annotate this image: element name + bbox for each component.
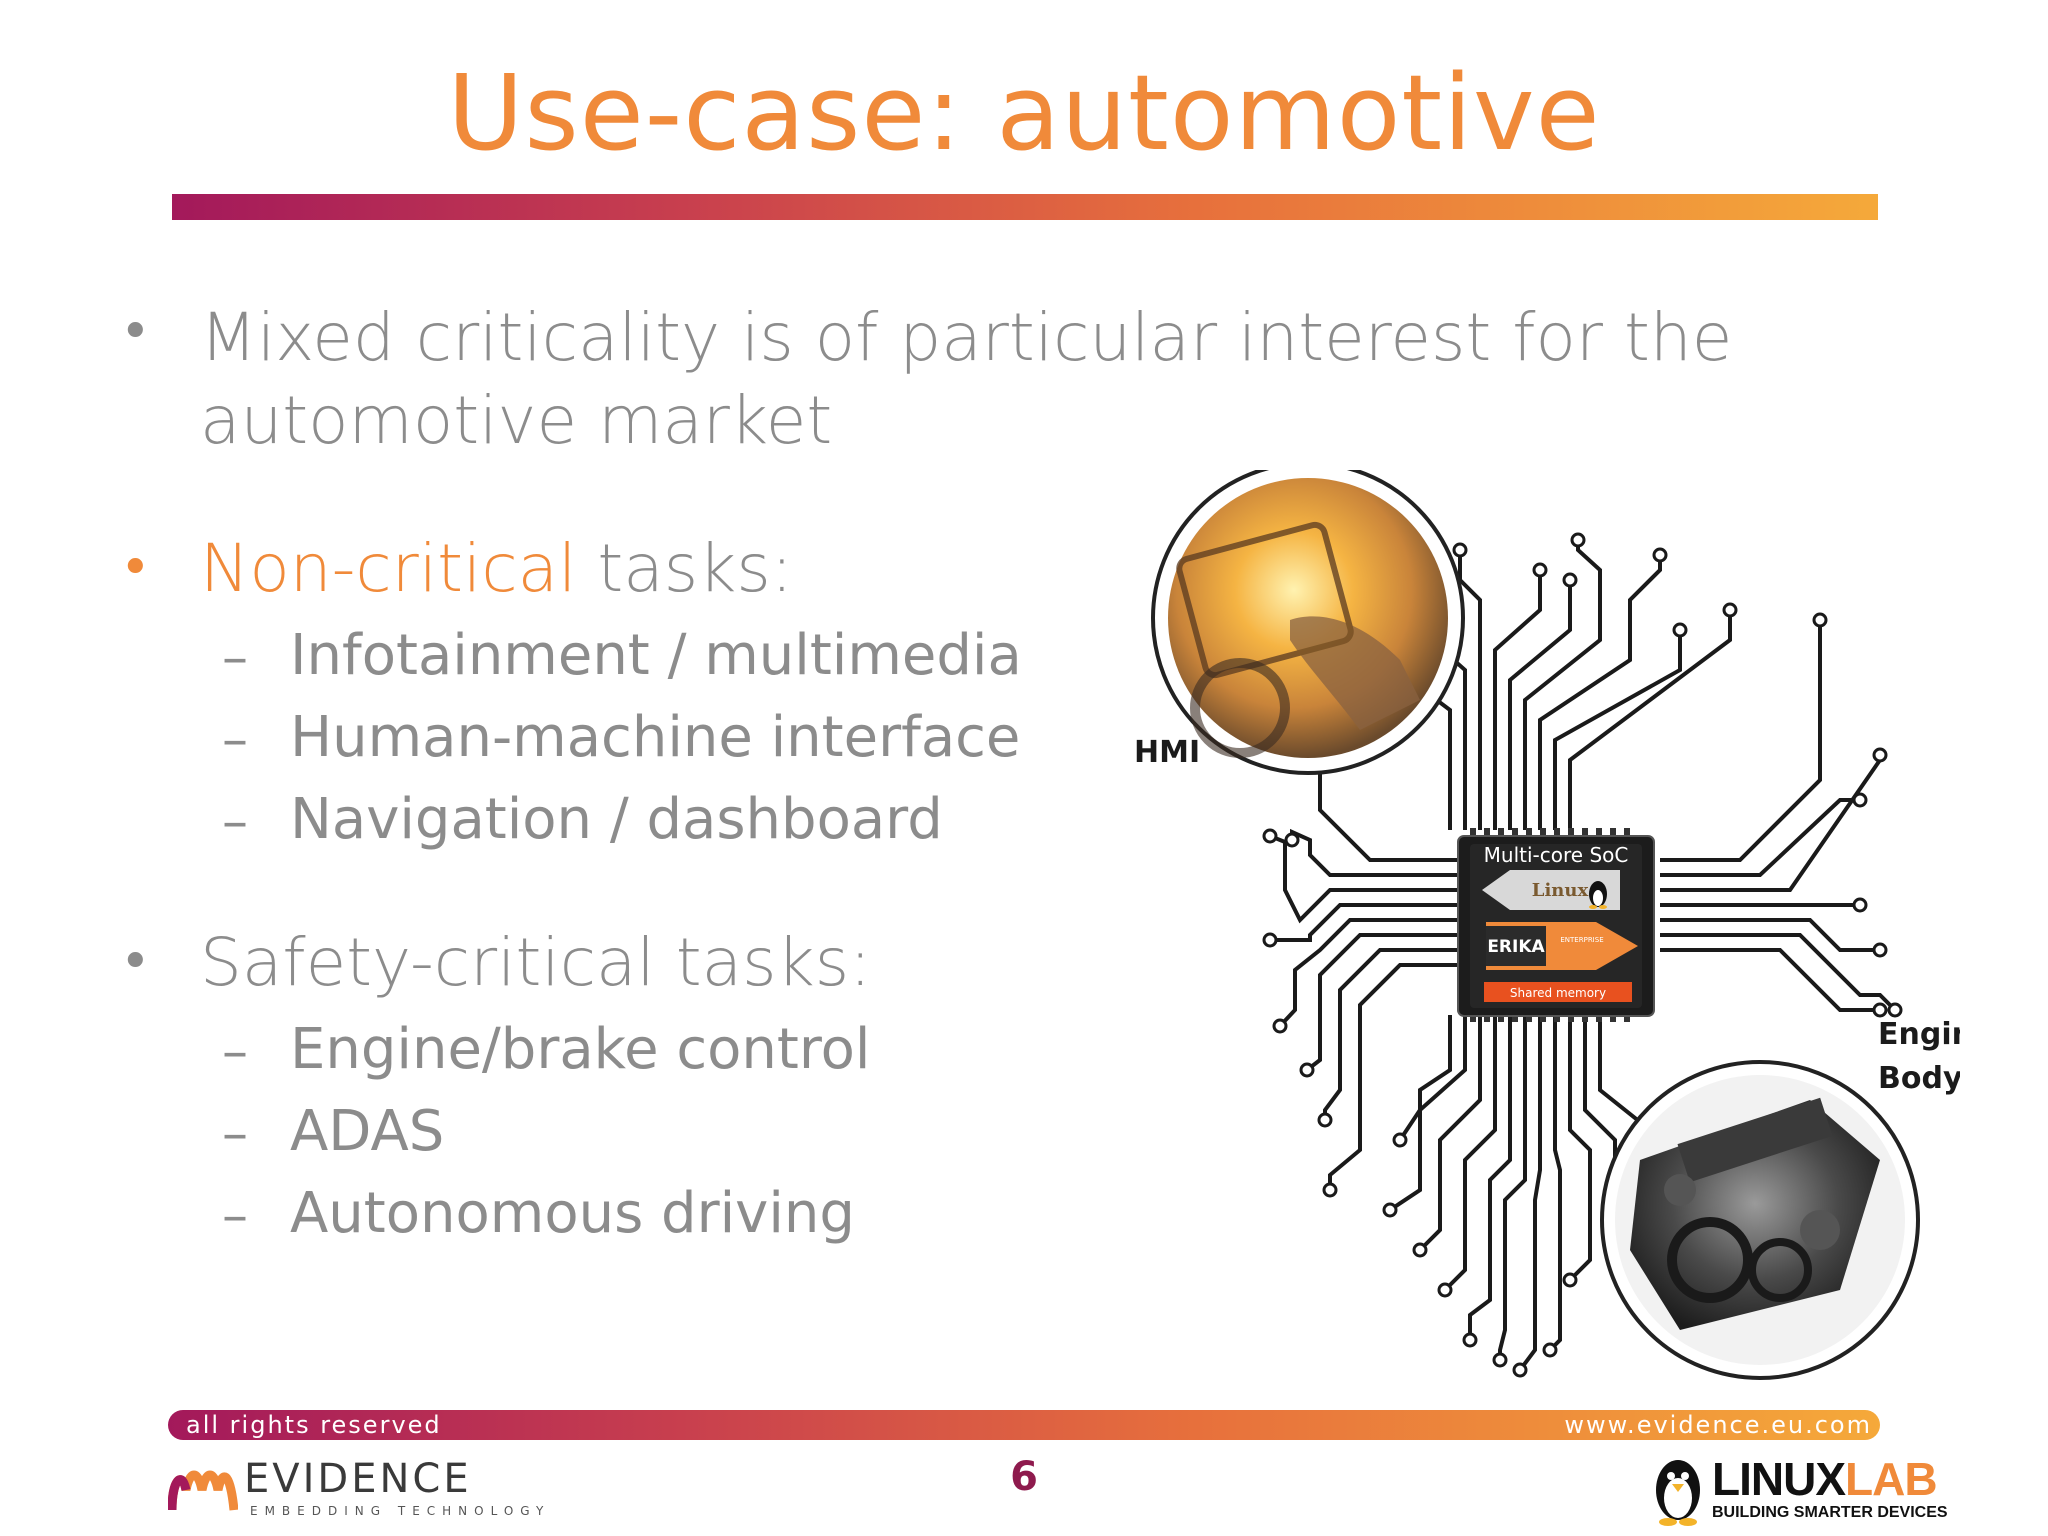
page-number: 6 xyxy=(1010,1454,1038,1500)
tasks-label: tasks: xyxy=(576,530,793,607)
steering-wheel-icon xyxy=(1190,658,1290,758)
footer-rights: all rights reserved xyxy=(186,1411,442,1439)
bullet-dot: • xyxy=(120,302,151,362)
dash: – xyxy=(222,792,248,852)
linuxlab-logo-text: LINUXLAB xyxy=(1712,1452,1938,1506)
bullet-safety-critical: Safety-critical tasks: xyxy=(200,924,872,1001)
bullet-mixed-criticality-line2: automotive market xyxy=(200,382,833,459)
circuit-traces xyxy=(1269,540,1897,1372)
title-divider-bar xyxy=(172,194,1878,220)
chip-erika-label: ERIKA xyxy=(1487,937,1545,957)
non-critical-highlight: Non-critical xyxy=(200,530,577,607)
slide-title: Use-case: automotive xyxy=(447,52,1601,174)
subitem-infotainment: Infotainment / multimedia xyxy=(290,623,1022,688)
hmi-label: HMI xyxy=(1134,735,1200,770)
linuxlab-tagline: BUILDING SMARTER DEVICES xyxy=(1712,1504,1948,1521)
linux-arrow xyxy=(1482,870,1620,910)
dash: – xyxy=(222,1022,248,1082)
engine-block-icon xyxy=(1630,1097,1880,1330)
dash: – xyxy=(222,628,248,688)
subitem-navigation: Navigation / dashboard xyxy=(290,787,943,852)
subitem-autonomous: Autonomous driving xyxy=(290,1181,855,1246)
dash: – xyxy=(222,1186,248,1246)
chip-linux-label: Linux xyxy=(1532,880,1589,901)
bullet-mixed-criticality-line1: Mixed criticality is of particular inter… xyxy=(200,299,1733,376)
hand-touch-icon xyxy=(1176,521,1420,730)
dash: – xyxy=(222,710,248,770)
bullet-non-critical: Non-critical tasks: xyxy=(200,527,793,610)
chip-shared-label: Shared memory xyxy=(1510,986,1606,1000)
linuxlab-penguin-icon xyxy=(1656,1460,1700,1526)
chip-enterprise-label: ENTERPRISE xyxy=(1560,936,1603,944)
subitem-hmi: Human-machine interface xyxy=(290,705,1021,770)
erika-box xyxy=(1486,926,1546,966)
chip-title: Multi-core SoC xyxy=(1484,843,1629,867)
tux-penguin-icon xyxy=(1589,881,1607,909)
evidence-tagline: EMBEDDING TECHNOLOGY xyxy=(250,1504,551,1518)
evidence-logo-icon xyxy=(168,1470,238,1511)
footer-website[interactable]: www.evidence.eu.com xyxy=(1564,1411,1872,1439)
footer-bar xyxy=(168,1410,1880,1440)
subitem-engine-brake: Engine/brake control xyxy=(290,1017,871,1082)
linuxlab-lab: LAB xyxy=(1845,1453,1938,1505)
circuit-diagram-svg: Multi-core SoC Linux ERIKA ENTERPRISE Sh… xyxy=(1134,461,2004,1380)
engine-label-line1: Engine/ xyxy=(1878,1017,1960,1052)
dash: – xyxy=(222,1104,248,1164)
soc-diagram: Multi-core SoC Linux ERIKA ENTERPRISE Sh… xyxy=(1120,461,2004,1394)
evidence-logo-text: EVIDENCE xyxy=(244,1456,472,1502)
linuxlab-linux: LINUX xyxy=(1712,1453,1846,1505)
bullet-dot: • xyxy=(120,932,151,992)
subitem-adas: ADAS xyxy=(290,1099,445,1164)
bullet-dot-orange: • xyxy=(120,538,151,598)
engine-label-line2: Body xyxy=(1878,1061,1960,1096)
shared-memory-bar xyxy=(1484,982,1632,1002)
